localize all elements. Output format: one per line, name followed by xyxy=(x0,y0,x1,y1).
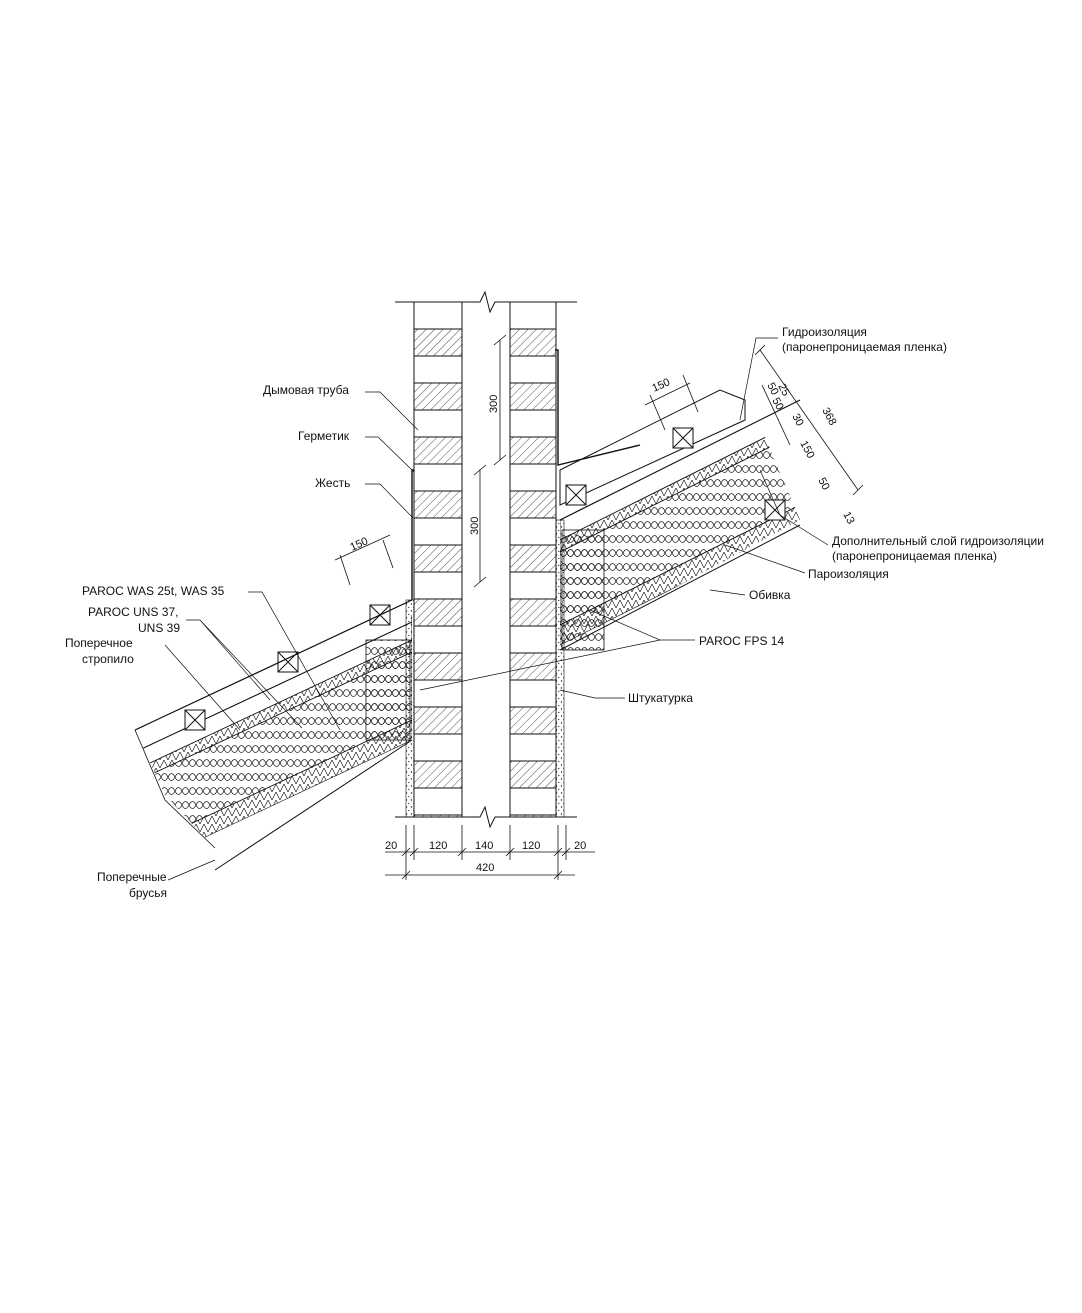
dim-left-150: 150 xyxy=(348,535,370,553)
right-battens xyxy=(565,427,786,521)
label-extra-waterproofing-1: Дополнительный слой гидроизоляции xyxy=(832,534,1044,548)
right-wall-brick xyxy=(509,760,557,789)
right-wall-brick xyxy=(509,301,557,330)
left-wool-block xyxy=(365,639,411,741)
label-tin: Жесть xyxy=(315,476,350,490)
label-paroc-uns-2: UNS 39 xyxy=(138,621,180,635)
left-brick-wall xyxy=(413,301,463,818)
left-wall-brick xyxy=(413,382,463,411)
dim-roof-30: 30 xyxy=(789,412,805,428)
label-sealant: Герметик xyxy=(298,429,350,443)
right-wall-brick xyxy=(509,598,557,627)
label-waterproofing-2: (паронепроницаемая пленка) xyxy=(782,340,947,354)
label-cross-beams-2: брусья xyxy=(129,886,167,900)
label-waterproofing-1: Гидроизоляция xyxy=(782,325,867,339)
left-wall-brick xyxy=(413,733,463,762)
right-wall-brick xyxy=(509,814,557,818)
tin-flashing-right xyxy=(555,349,641,466)
right-brick-wall xyxy=(509,301,557,818)
bottom-break-line xyxy=(395,805,577,829)
left-wall-brick xyxy=(413,787,463,816)
leader-lines xyxy=(164,337,829,881)
dim-roof-50c: 50 xyxy=(815,476,831,492)
right-wall-brick xyxy=(509,436,557,465)
dim-bottom-140: 140 xyxy=(475,840,493,852)
dim-right-150: 150 xyxy=(650,376,672,394)
right-wall-brick xyxy=(509,355,557,384)
label-chimney: Дымовая труба xyxy=(263,383,349,397)
left-wall-brick xyxy=(413,409,463,438)
left-wall-brick xyxy=(413,652,463,681)
dim-bottom-120-right: 120 xyxy=(522,840,540,852)
label-plaster: Штукатурка xyxy=(628,691,693,705)
label-paroc-fps: PAROC FPS 14 xyxy=(699,634,784,648)
right-wall-brick xyxy=(509,463,557,492)
right-wall-brick xyxy=(509,787,557,816)
callout-labels: Дымовая труба Герметик Жесть PAROC WAS 2… xyxy=(65,325,1044,900)
right-wall-brick xyxy=(509,679,557,708)
dim-roof-368: 368 xyxy=(819,406,838,428)
right-wall-brick xyxy=(509,544,557,573)
label-extra-waterproofing-2: (паронепроницаемая пленка) xyxy=(832,549,997,563)
right-wall-brick xyxy=(509,382,557,411)
label-cross-beams-1: Поперечные xyxy=(97,870,167,884)
left-wall-brick xyxy=(413,598,463,627)
right-wall-brick xyxy=(509,625,557,654)
dim-roof-13: 13 xyxy=(840,510,856,526)
label-cross-rafter-2: стропило xyxy=(82,652,134,666)
left-roof xyxy=(134,599,413,871)
left-wall-brick xyxy=(413,517,463,546)
label-paroc-was: PAROC WAS 25t, WAS 35 xyxy=(82,584,225,598)
right-wool-block xyxy=(561,529,605,651)
chimney xyxy=(395,290,641,829)
label-vapor-barrier: Пароизоляция xyxy=(808,567,889,581)
right-wall-brick xyxy=(509,571,557,600)
dim-bottom-120-left: 120 xyxy=(429,840,447,852)
left-wall-brick xyxy=(413,463,463,492)
left-wall-brick xyxy=(413,544,463,573)
dimension-lines xyxy=(334,334,864,880)
left-wall-brick xyxy=(413,328,463,357)
left-wall-brick xyxy=(413,301,463,330)
left-wall-brick xyxy=(413,490,463,519)
left-wall-brick xyxy=(413,706,463,735)
right-wall-brick xyxy=(509,733,557,762)
dim-roof-50a: 50 xyxy=(764,381,780,397)
dim-bottom-20-right: 20 xyxy=(574,840,586,852)
right-wall-brick xyxy=(509,328,557,357)
dim-flue-300-lower: 300 xyxy=(469,517,481,535)
dim-roof-150: 150 xyxy=(797,439,816,461)
right-wall-brick xyxy=(509,409,557,438)
dim-roof-50b: 50 xyxy=(769,396,785,412)
left-wall-brick xyxy=(413,760,463,789)
left-wall-brick xyxy=(413,436,463,465)
right-roof xyxy=(559,389,801,651)
label-paroc-uns-1: PAROC UNS 37, xyxy=(88,605,178,619)
left-wall-brick xyxy=(413,679,463,708)
dim-bottom-total: 420 xyxy=(476,862,494,874)
label-sheathing: Обивка xyxy=(749,588,791,602)
right-wall-brick xyxy=(509,517,557,546)
top-break-line xyxy=(395,290,577,314)
dim-bottom-20-left: 20 xyxy=(385,840,397,852)
dim-flue-300-upper: 300 xyxy=(488,395,500,413)
label-cross-rafter-1: Поперечное xyxy=(65,636,133,650)
right-wall-brick xyxy=(509,706,557,735)
left-wall-brick xyxy=(413,355,463,384)
left-wall-brick xyxy=(413,571,463,600)
left-wall-brick xyxy=(413,814,463,818)
right-wall-brick xyxy=(509,490,557,519)
left-wall-brick xyxy=(413,625,463,654)
dim-roof-25: 25 xyxy=(775,382,791,398)
